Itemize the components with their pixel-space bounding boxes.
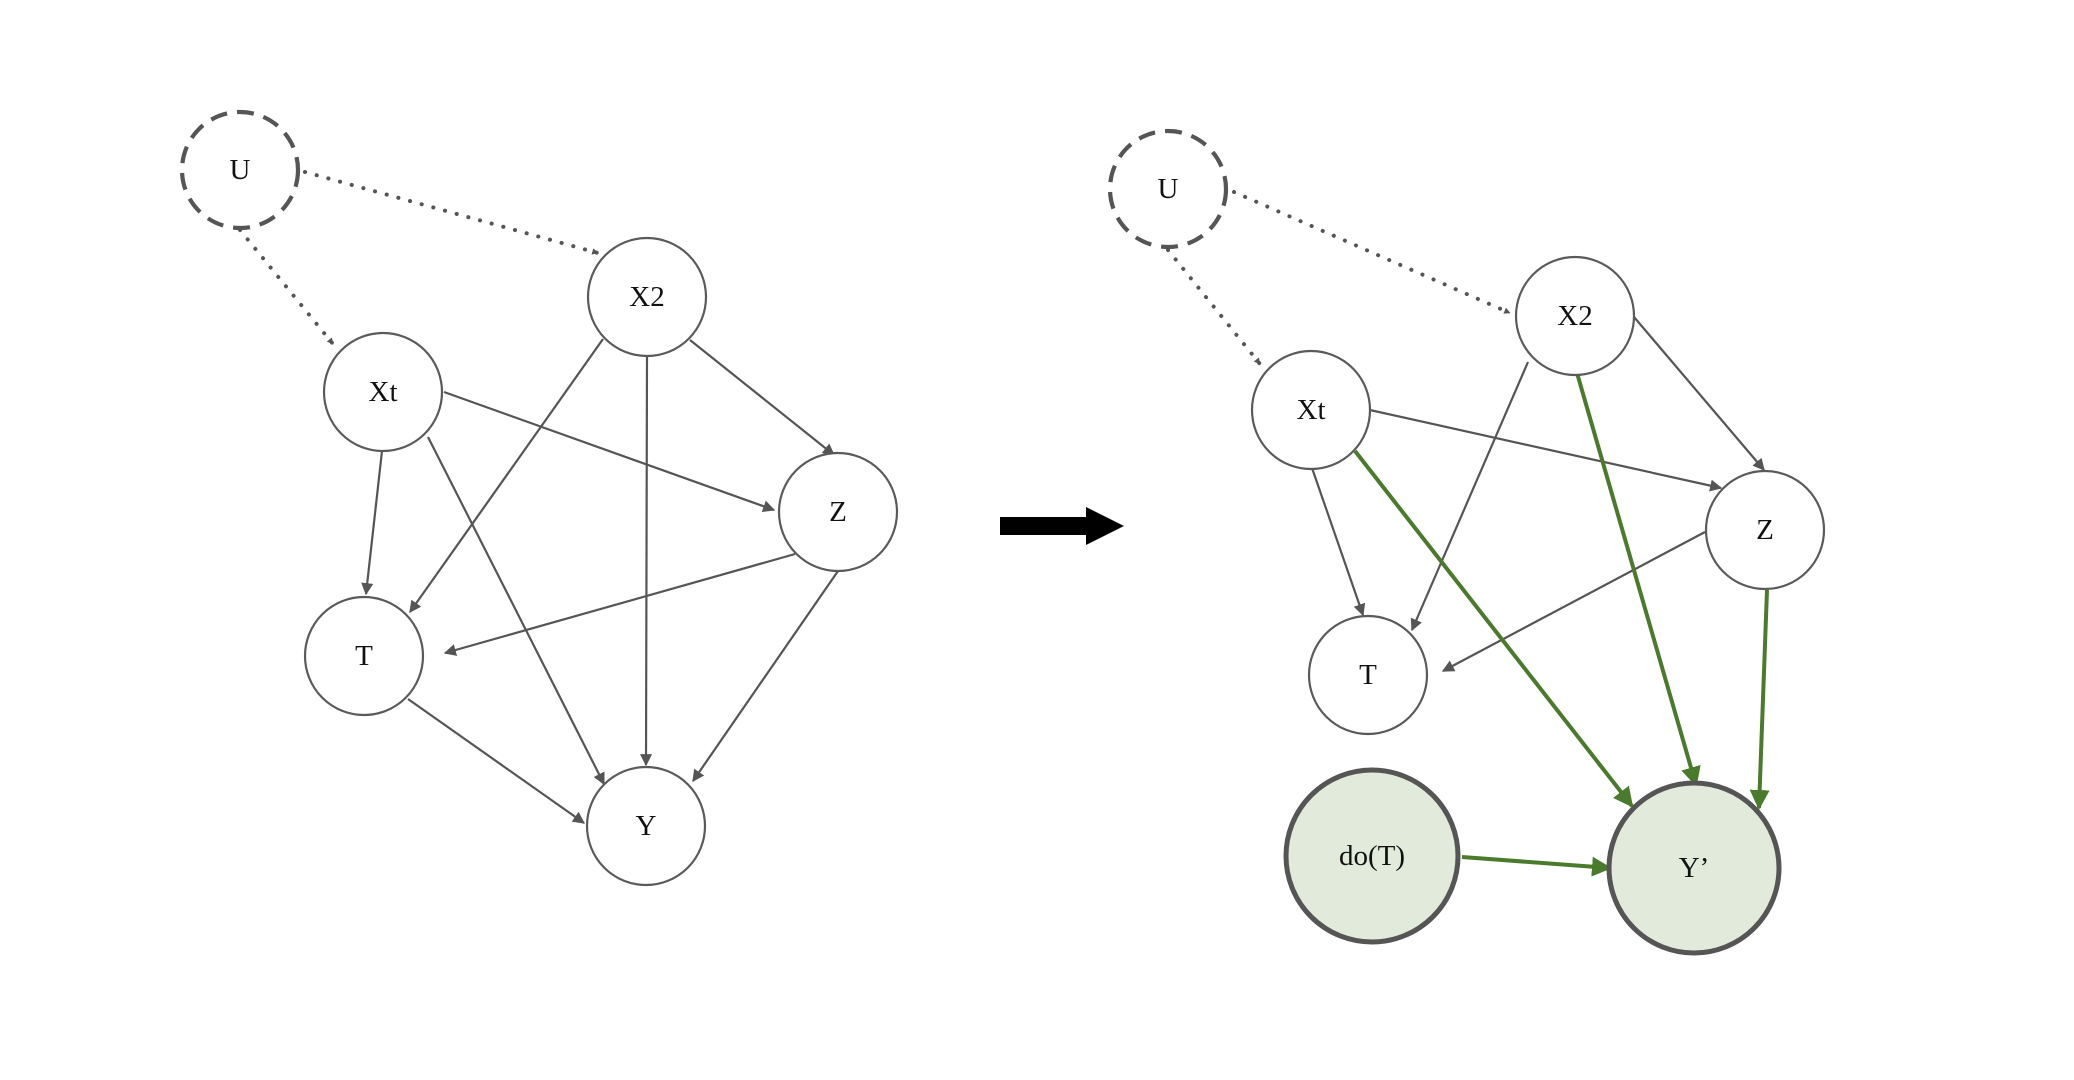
edge-z-to-t	[443, 552, 796, 656]
edge-x2-to-yprime	[1575, 372, 1701, 787]
edge-u-to-xt-right	[1166, 248, 1262, 366]
node-z-right-label: Z	[1756, 514, 1774, 546]
node-y: Y	[585, 765, 707, 887]
edge-xt-to-y	[427, 436, 605, 786]
edge-xt-to-t-right	[1310, 467, 1366, 617]
right-graph: U X2 Xt Z T do(T) Y’	[1107, 128, 1826, 956]
edge-xt-to-z	[443, 390, 776, 513]
transform-arrow	[1000, 507, 1124, 545]
left-graph: U X2 Xt Z T Y	[179, 109, 899, 887]
node-z-label: Z	[829, 496, 847, 528]
edge-u-to-xt	[238, 228, 335, 346]
edge-u-to-x2-right	[1232, 190, 1512, 315]
edge-xt-to-yprime	[1353, 449, 1634, 808]
node-x2-right-label: X2	[1557, 300, 1592, 332]
node-do-t-label: do(T)	[1339, 840, 1405, 872]
node-x2: X2	[586, 236, 708, 358]
edge-t-to-y	[407, 698, 585, 824]
node-z-right: Z	[1704, 469, 1826, 591]
node-u: U	[179, 109, 301, 231]
node-u-right: U	[1107, 128, 1229, 250]
edge-z-to-y	[692, 570, 839, 782]
node-y-label: Y	[636, 810, 657, 842]
node-xt-right-label: Xt	[1297, 394, 1326, 426]
node-xt-label: Xt	[369, 376, 398, 408]
edge-x2-to-t	[409, 338, 604, 613]
edge-xt-to-z-right	[1369, 408, 1723, 492]
edge-z-to-yprime	[1749, 589, 1770, 810]
node-xt-right: Xt	[1250, 349, 1372, 471]
edge-u-to-x2	[303, 170, 600, 255]
edge-dot-to-yprime	[1461, 855, 1612, 877]
node-do-t: do(T)	[1283, 767, 1461, 945]
node-t-right-label: T	[1359, 659, 1377, 691]
edge-x2-to-z	[689, 339, 835, 456]
edge-xt-to-t	[361, 450, 384, 596]
node-u-label: U	[230, 154, 251, 186]
node-t: T	[303, 595, 425, 717]
node-y-prime: Y’	[1606, 780, 1782, 956]
edge-z-to-t-right	[1441, 531, 1706, 672]
edge-x2-to-t-right	[1410, 361, 1530, 632]
node-u-right-label: U	[1158, 173, 1179, 205]
edge-x2-to-z-right	[1633, 316, 1765, 471]
node-x2-label: X2	[629, 281, 664, 313]
node-xt: Xt	[322, 331, 444, 453]
node-y-prime-label: Y’	[1679, 852, 1710, 884]
edge-x2-to-y	[639, 355, 653, 767]
node-t-right: T	[1307, 614, 1429, 736]
node-x2-right: X2	[1514, 255, 1636, 377]
node-t-label: T	[355, 640, 373, 672]
node-z: Z	[777, 451, 899, 573]
